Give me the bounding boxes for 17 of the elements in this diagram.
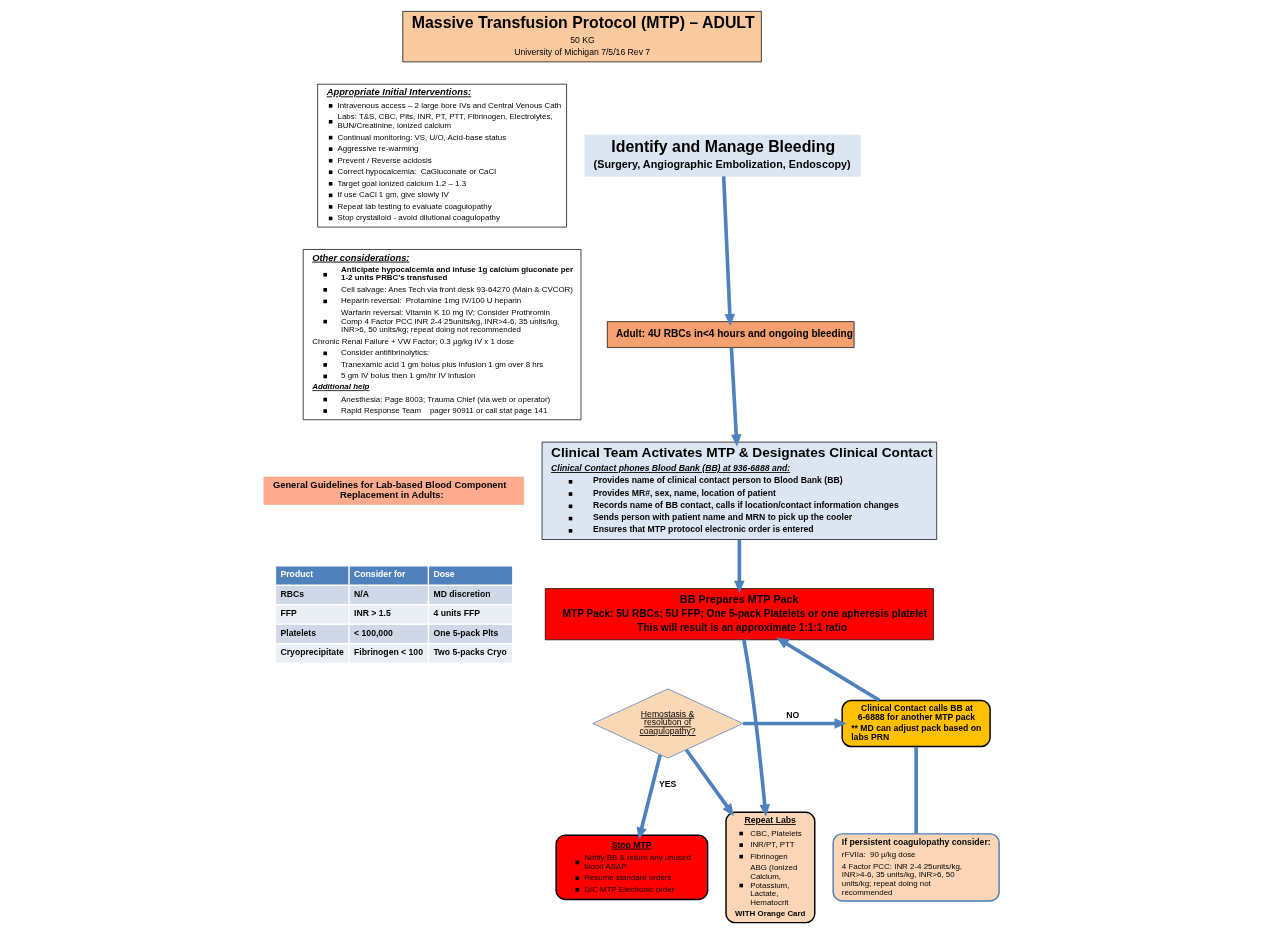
label: Consider for bbox=[353, 569, 405, 580]
label: Platelets bbox=[279, 627, 316, 638]
label: Dose bbox=[432, 569, 455, 580]
label: FFP bbox=[279, 608, 297, 619]
label: Fibrinogen < 100 bbox=[353, 647, 423, 658]
edge-label: YES bbox=[658, 778, 676, 789]
label: RBCs bbox=[279, 588, 304, 599]
label: INR > 1.5 bbox=[353, 608, 391, 619]
label: Two 5-packs Cryo bbox=[432, 647, 507, 658]
label: 4 units FFP bbox=[432, 608, 480, 619]
label: N/A bbox=[353, 588, 369, 599]
label: MD discretion bbox=[432, 588, 491, 599]
label: Cryoprecipitate bbox=[279, 647, 344, 658]
edge-label: NO bbox=[785, 710, 799, 721]
label: Product bbox=[279, 569, 313, 580]
label: < 100,000 bbox=[353, 627, 393, 638]
label: One 5-pack Plts bbox=[432, 627, 498, 638]
